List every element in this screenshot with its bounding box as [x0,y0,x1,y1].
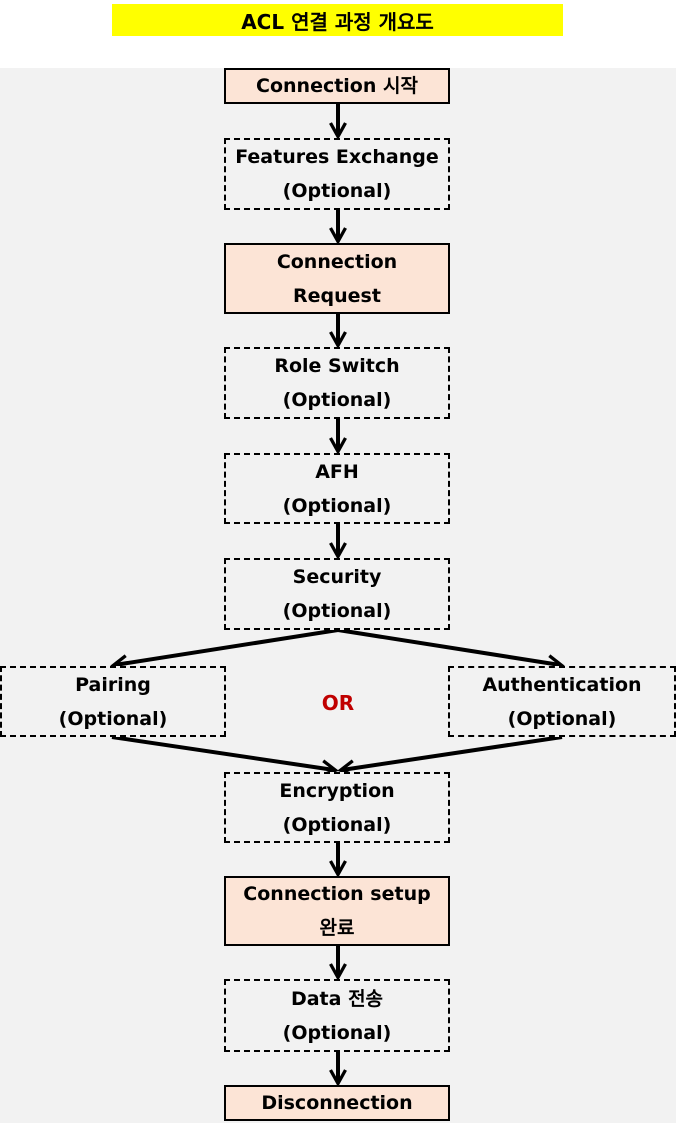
node-features-exchange: Features Exchange (Optional) [224,138,450,210]
node-label: Features Exchange [235,146,439,168]
node-connection-start: Connection 시작 [224,68,450,104]
node-pairing: Pairing (Optional) [0,666,226,737]
node-authentication: Authentication (Optional) [448,666,676,737]
node-sublabel: (Optional) [58,707,168,730]
node-data-transfer: Data 전송 (Optional) [224,979,450,1052]
node-security: Security (Optional) [224,558,450,630]
node-label: Connection [276,250,398,273]
arrow-security-to-pairing [115,628,339,665]
node-encryption: Encryption (Optional) [224,772,450,843]
node-label: Connection setup [243,883,431,905]
node-sublabel: (Optional) [282,389,392,411]
node-connection-request: Connection Request [224,243,450,314]
node-label: Authentication [482,673,642,696]
node-sublabel: (Optional) [282,600,392,622]
diagram-title: ACL 연결 과정 개요도 [112,4,563,36]
node-label: Security [292,566,382,588]
node-label: Pairing [75,673,151,696]
arrow-auth-to-encryption [342,735,563,770]
node-label: Encryption [279,779,395,802]
node-sublabel: (Optional) [282,494,392,517]
node-afh: AFH (Optional) [224,453,450,524]
arrow-security-to-auth [337,628,560,665]
node-connection-setup: Connection setup 완료 [224,876,450,946]
node-sublabel: Request [293,284,381,307]
node-label: Role Switch [274,355,400,377]
node-sublabel: 완료 [319,917,355,939]
node-label: Connection 시작 [256,75,418,97]
node-sublabel: (Optional) [507,707,617,730]
node-label: AFH [315,460,359,483]
node-sublabel: (Optional) [282,1021,392,1044]
node-sublabel: (Optional) [282,180,392,202]
node-disconnection: Disconnection [224,1085,450,1121]
node-sublabel: (Optional) [282,813,392,836]
node-role-switch: Role Switch (Optional) [224,347,450,419]
node-label: Data 전송 [290,987,384,1010]
or-label: OR [321,691,355,715]
node-label: Disconnection [261,1092,413,1114]
arrow-pairing-to-encryption [111,735,334,770]
